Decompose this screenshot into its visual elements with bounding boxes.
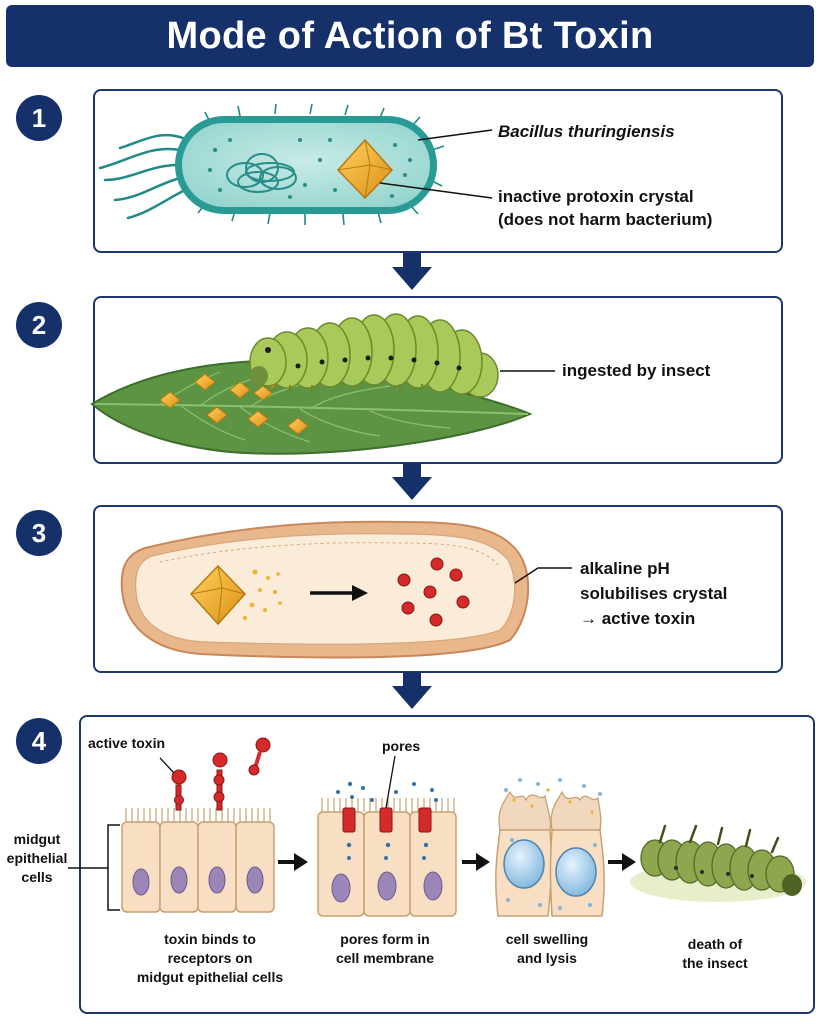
step-4-badge: 4 (16, 718, 62, 764)
bacillus-label: Bacillus thuringiensis (498, 122, 675, 141)
caption-pores: pores form in cell membrane (335, 931, 435, 966)
page-title: Mode of Action of Bt Toxin (166, 14, 654, 57)
midgut-label: midgut epithelial cells (6, 831, 68, 885)
pores-callout: pores (382, 738, 421, 754)
down-arrow-icon (392, 463, 432, 500)
down-arrow-icon (392, 672, 432, 709)
right-arrow-icon (608, 853, 636, 871)
right-arrow-icon (278, 853, 308, 871)
gut-section-icon (120, 520, 530, 659)
protoxin-label: inactive protoxin crystal (498, 187, 694, 206)
epithelial-cells-binding (121, 737, 275, 913)
caption-death: death of the insect (682, 936, 748, 971)
caterpillar-icon (249, 313, 499, 398)
protoxin-note: (does not harm bacterium) (498, 210, 713, 229)
right-arrow-icon (462, 853, 490, 871)
caption-binding: toxin binds to receptors on midgut epith… (136, 931, 284, 985)
active-toxin-label: → active toxin (580, 609, 696, 628)
solubilises-label: solubilises crystal (580, 584, 728, 603)
bacterium-icon (98, 103, 445, 226)
step-2-badge: 2 (16, 302, 62, 348)
epithelial-cells-lysis (495, 778, 605, 917)
crystal-fragments (159, 373, 309, 435)
dead-caterpillar-icon (630, 824, 806, 902)
alkaline-label: alkaline pH (580, 559, 670, 578)
ingested-label: ingested by insect (562, 361, 711, 380)
caption-lysis: cell swelling and lysis (505, 931, 589, 966)
down-arrow-icon (392, 253, 432, 290)
protoxin-crystal-icon (336, 138, 394, 200)
epithelial-cells-pores (317, 755, 457, 917)
step-3-badge: 3 (16, 510, 62, 556)
active-toxin-callout: active toxin (88, 735, 166, 751)
step-1-badge: 1 (16, 95, 62, 141)
title-banner: Mode of Action of Bt Toxin (6, 5, 814, 67)
